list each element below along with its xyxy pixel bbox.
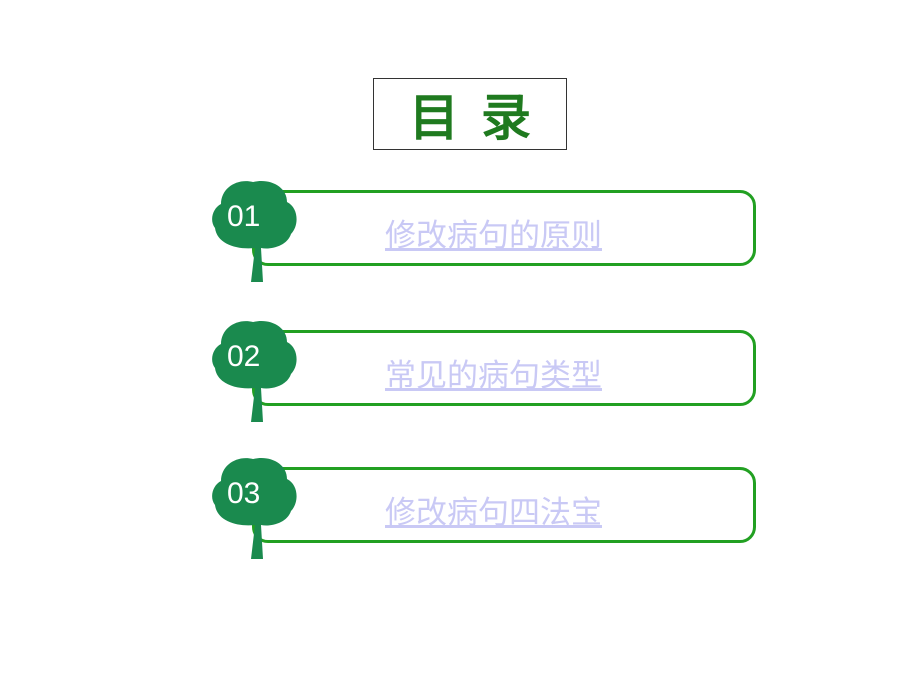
toc-item-2[interactable]: 02 常见的病句类型 xyxy=(205,318,760,428)
title-box: 目录 xyxy=(373,78,567,150)
toc-link[interactable]: 修改病句的原则 xyxy=(385,218,602,254)
toc-item-3[interactable]: 03 修改病句四法宝 xyxy=(205,455,760,565)
item-number: 01 xyxy=(227,200,261,233)
page-title: 目录 xyxy=(409,88,553,147)
toc-link[interactable]: 常见的病句类型 xyxy=(385,358,602,394)
tree-icon xyxy=(212,180,297,282)
item-number: 02 xyxy=(227,340,261,373)
toc-item-1[interactable]: 01 修改病句的原则 xyxy=(205,178,760,288)
tree-icon xyxy=(212,457,297,559)
item-number: 03 xyxy=(227,477,261,510)
tree-icon xyxy=(212,320,297,422)
toc-link[interactable]: 修改病句四法宝 xyxy=(385,495,602,531)
